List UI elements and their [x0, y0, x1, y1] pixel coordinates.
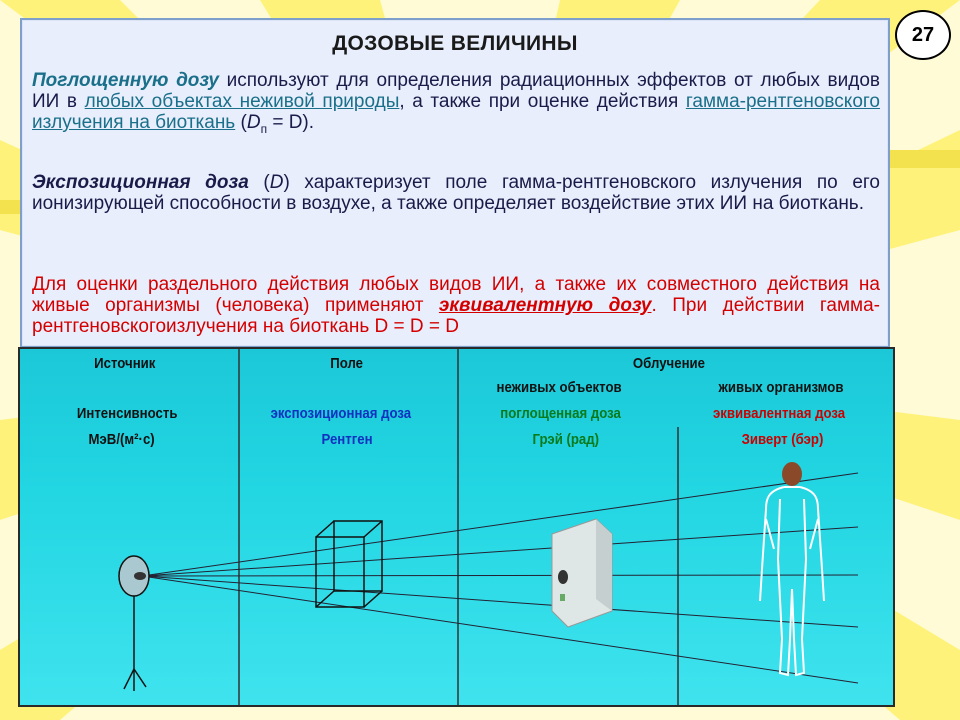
absorbed-dose-label: поглощенная доза: [500, 405, 621, 422]
absorbed-dose-paragraph: Поглощенную дозу используют для определе…: [32, 70, 880, 136]
inanimate-object-icon: [551, 518, 613, 628]
nonliving-objects-link: любых объектах неживой природы: [84, 91, 400, 112]
sub-nonliving-header: неживых объектов: [496, 379, 622, 396]
diagram-graphics: [118, 349, 859, 705]
radiation-rays: [141, 472, 859, 684]
equivalent-dose-label: эквивалентная доза: [713, 405, 846, 422]
radiation-source-icon: [118, 555, 150, 691]
gamma-xray-link: гамма-рентгеновского излучения на биотка…: [32, 91, 880, 133]
equivalent-dose-paragraph: Для оценки раздельного действия любых ви…: [32, 274, 880, 337]
equivalent-dose-unit: Зиверт (бэр): [741, 431, 824, 448]
col-irradiation-header: Облучение: [632, 355, 706, 372]
equivalent-dose-term: эквивалентную дозу: [438, 295, 652, 316]
page-number-badge: 27: [895, 10, 951, 60]
exposure-dose-paragraph: Экспозиционная доза (D) характеризует по…: [32, 172, 880, 214]
absorbed-dose-term: Поглощенную дозу: [32, 70, 219, 91]
col-source-header: Источник: [94, 355, 156, 372]
col-field-header: Поле: [330, 355, 364, 372]
exposure-dose-unit: Рентген: [321, 431, 373, 448]
field-cube-icon: [315, 520, 383, 608]
exposure-dose-term: Экспозиционная доза: [32, 172, 249, 193]
intensity-label: Интенсивность: [76, 405, 178, 422]
exposure-dose-label: экспозиционная доза: [270, 405, 412, 422]
human-figure-icon: [759, 462, 825, 677]
sub-living-header: живых организмов: [718, 379, 844, 396]
intensity-unit: МэВ/(м²·с): [88, 431, 155, 448]
slide-title: ДОЗОВЫЕ ВЕЛИЧИНЫ: [332, 32, 578, 55]
irradiation-diagram: Источник Поле Облучение неживых объектов…: [18, 347, 895, 707]
definitions-panel: ДОЗОВЫЕ ВЕЛИЧИНЫ Поглощенную дозу исполь…: [20, 18, 890, 348]
absorbed-dose-unit: Грэй (рад): [532, 431, 600, 448]
